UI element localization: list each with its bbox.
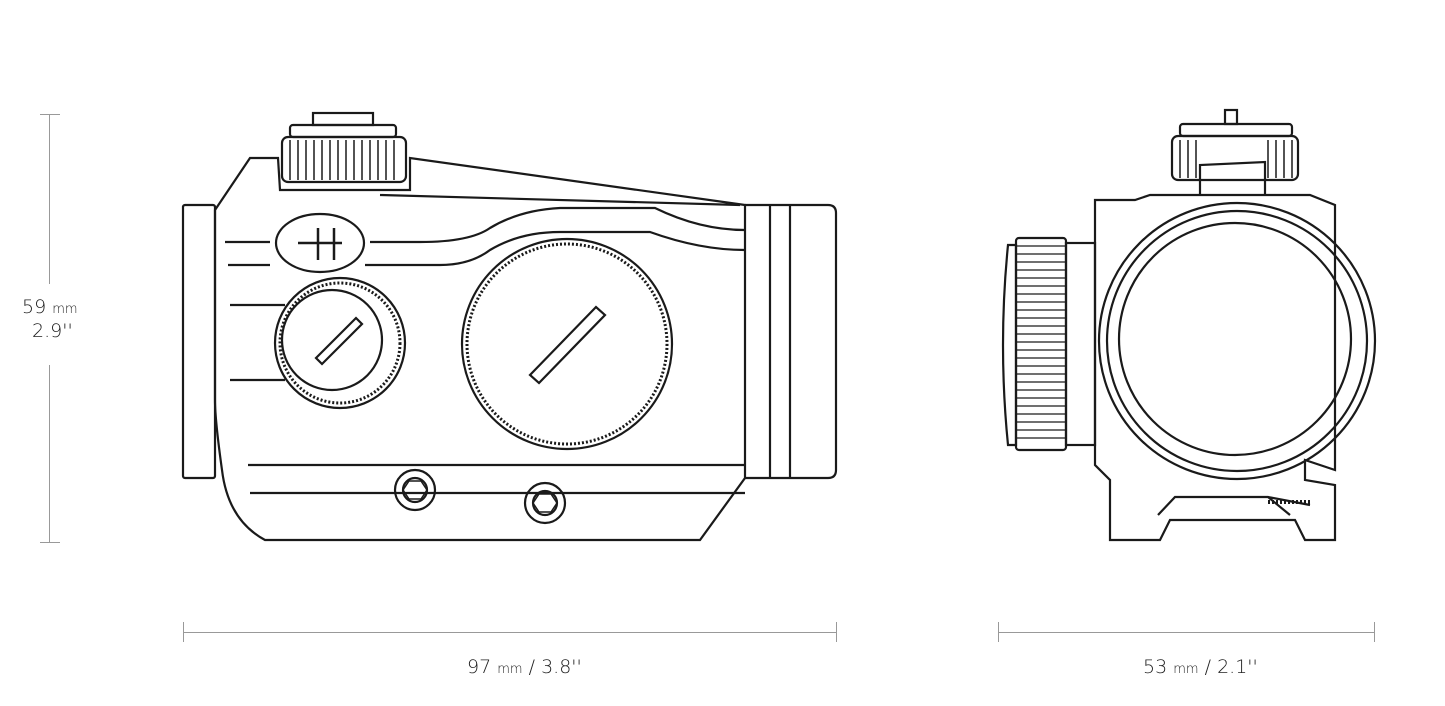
height-mm-unit: mm bbox=[52, 302, 78, 317]
width-mm-unit: mm bbox=[1173, 662, 1199, 677]
length-separator: / bbox=[528, 656, 536, 678]
width-dimension-line bbox=[998, 632, 1374, 633]
length-inch: 3.8'' bbox=[541, 656, 582, 678]
width-mm-value: 53 bbox=[1143, 656, 1168, 678]
length-dimension-line bbox=[183, 632, 836, 633]
height-label-inch: 2.9'' bbox=[32, 320, 73, 342]
side-knob bbox=[1001, 236, 1097, 452]
width-dimension-tick-left bbox=[998, 622, 999, 642]
height-dimension-tick-bottom bbox=[40, 542, 60, 543]
width-separator: / bbox=[1204, 656, 1212, 678]
main-body bbox=[213, 156, 747, 542]
height-dimension-line-top bbox=[49, 114, 50, 284]
height-label-mm: 59 mm bbox=[22, 296, 78, 318]
turret-cap bbox=[280, 111, 408, 184]
objective-lens bbox=[1097, 201, 1377, 481]
mount-screw bbox=[523, 481, 567, 525]
height-mm-value: 59 bbox=[22, 296, 47, 318]
width-dimension-tick-right bbox=[1374, 622, 1375, 642]
length-mm-unit: mm bbox=[497, 662, 523, 677]
brightness-knob bbox=[273, 276, 407, 410]
length-dimension-tick-left bbox=[183, 622, 184, 642]
height-dimension-line-bottom bbox=[49, 365, 50, 542]
front-turret bbox=[1170, 108, 1300, 195]
height-dimension-tick-top bbox=[40, 114, 60, 115]
length-label: 97 mm / 3.8'' bbox=[467, 656, 582, 678]
brand-logo bbox=[274, 212, 366, 274]
mount-screw bbox=[393, 468, 437, 512]
width-label: 53 mm / 2.1'' bbox=[1143, 656, 1258, 678]
elevation-knob bbox=[460, 237, 674, 451]
rear-tube bbox=[745, 203, 838, 480]
width-inch: 2.1'' bbox=[1217, 656, 1258, 678]
length-mm-value: 97 bbox=[467, 656, 492, 678]
front-view bbox=[1001, 108, 1377, 542]
side-view bbox=[181, 111, 838, 542]
length-dimension-tick-right bbox=[836, 622, 837, 642]
front-lens-cap bbox=[181, 203, 217, 480]
front-body bbox=[1093, 193, 1337, 542]
